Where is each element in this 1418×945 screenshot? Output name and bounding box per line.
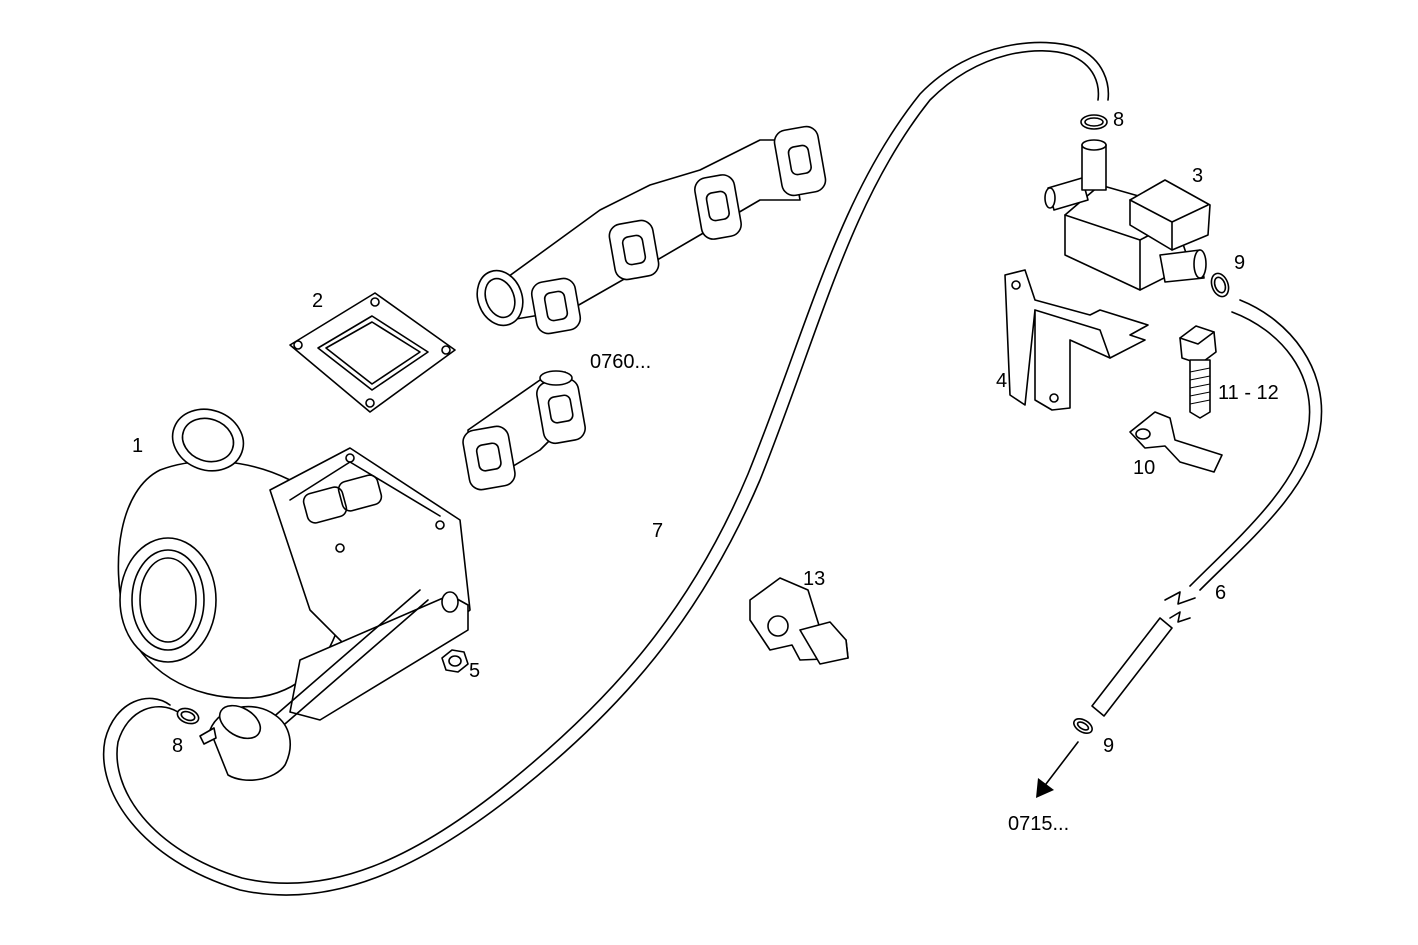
callout-9-bottom: 9 xyxy=(1103,735,1115,757)
exhaust-manifold-upper xyxy=(476,125,827,335)
clamp-9-bottom xyxy=(1073,717,1093,735)
reference-0760: 0760... xyxy=(590,351,652,373)
gasket-2 xyxy=(289,292,456,413)
actuator-canister xyxy=(199,704,291,781)
callout-13: 13 xyxy=(803,568,826,590)
callout-1: 1 xyxy=(132,435,144,457)
callout-9-top: 9 xyxy=(1234,252,1246,274)
clamp-8-left xyxy=(176,707,200,725)
bolt-11-12 xyxy=(1179,325,1217,419)
clip-10 xyxy=(1129,411,1223,473)
callout-8-top: 8 xyxy=(1113,109,1125,131)
reference-0715: 0715... xyxy=(1008,813,1070,835)
callout-8-left: 8 xyxy=(172,735,184,757)
callout-5: 5 xyxy=(469,660,481,682)
solenoid-valve-3 xyxy=(1044,139,1211,291)
hose-6 xyxy=(1091,299,1323,717)
clamp-8-top xyxy=(1080,114,1108,130)
arrow-0715 xyxy=(1036,741,1079,798)
callout-11-12: 11 - 12 xyxy=(1218,382,1279,404)
exhaust-manifold-lower xyxy=(462,370,586,491)
callout-3: 3 xyxy=(1192,165,1204,187)
callout-4: 4 xyxy=(996,370,1008,392)
bracket-4 xyxy=(1004,269,1149,411)
hose-7 xyxy=(102,41,1110,896)
callout-2: 2 xyxy=(312,290,324,312)
turbocharger-1 xyxy=(117,408,471,731)
callout-10: 10 xyxy=(1133,457,1156,479)
clamp-9-top xyxy=(1210,272,1230,298)
nut-5 xyxy=(441,649,469,673)
callout-7: 7 xyxy=(652,520,664,542)
sensor-13 xyxy=(749,577,849,665)
callout-6: 6 xyxy=(1215,582,1227,604)
